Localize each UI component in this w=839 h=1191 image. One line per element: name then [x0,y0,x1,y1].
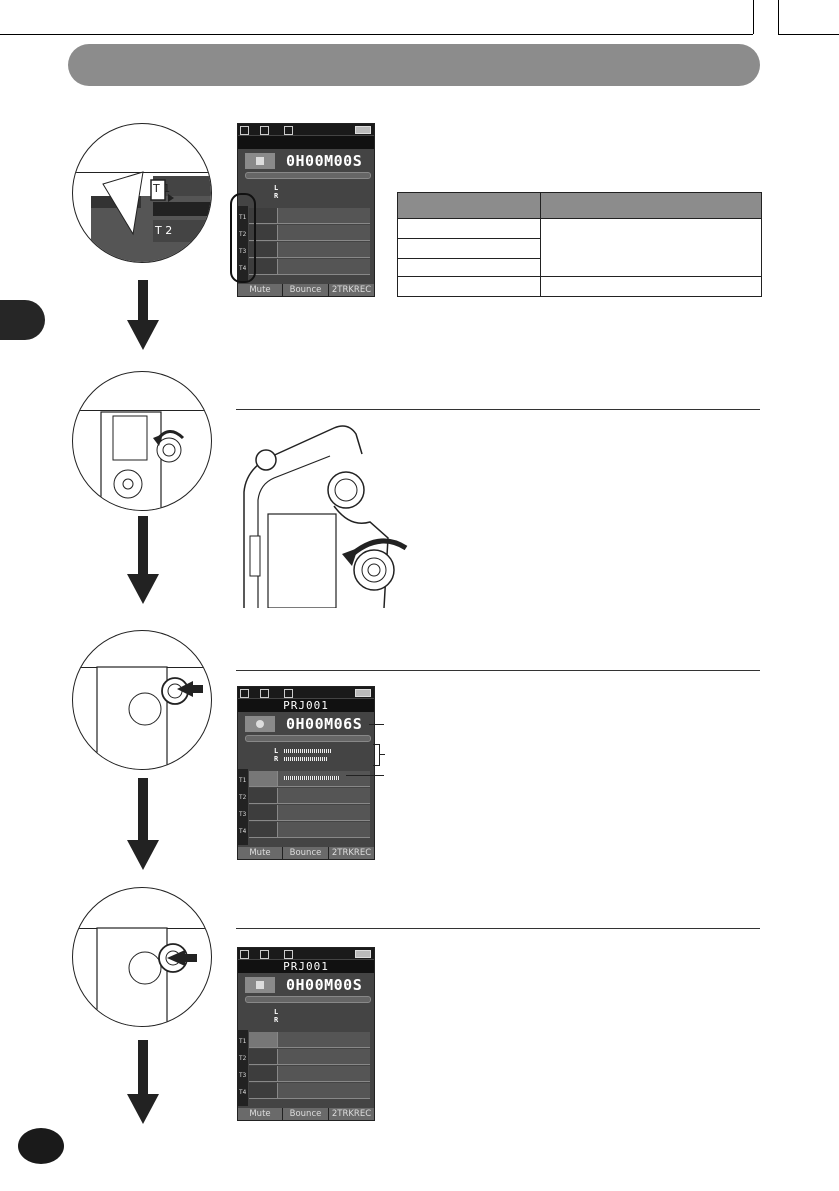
crop-rule [0,34,753,35]
progress-bar [245,172,371,179]
track-label: T1 [239,1038,247,1045]
track-label: T4 [239,265,247,272]
status-bar [238,948,374,959]
level-label-l: L [274,184,279,192]
flow-arrow-shaft [138,778,148,842]
stop-indicator [245,153,275,169]
table-cell [397,238,541,259]
recorder-screen-2: PRJ001 0H00M06S L R T1 T2 T3 T4 Mute Bou… [237,686,375,860]
level-label-l: L [274,747,279,755]
table-cell [397,258,541,277]
zoom-track-label-2: T 2 [155,224,173,237]
record-button-sketch [96,666,203,769]
bounce-softkey[interactable]: Bounce [283,1108,329,1120]
track-label: T2 [239,794,247,801]
progress-bar [245,996,371,1003]
track-label: T3 [239,248,247,255]
crop-rule [778,34,839,35]
zoom-track-label-1: T 1 [153,182,171,195]
step4-button-circle [72,887,212,1027]
battery-icon [355,689,371,697]
bounce-softkey[interactable]: Bounce [283,847,329,859]
table-header-cell [397,192,541,219]
status-bar [238,687,374,698]
callout-line-track [346,775,384,776]
track-label: T3 [239,811,247,818]
track-selector-highlight [230,193,256,283]
level-label-r: R [274,192,279,200]
mute-softkey[interactable]: Mute [238,284,283,296]
stop-indicator [245,977,275,993]
flow-arrow-shaft [138,1040,148,1096]
flow-down-arrow-icon [127,320,159,350]
battery-icon [355,126,371,134]
elapsed-time: 0H00M00S [286,976,363,994]
project-title: PRJ001 [238,699,374,712]
flow-down-arrow-icon [127,1094,159,1124]
page-number-oval [18,1128,64,1164]
record-indicator [245,716,275,732]
2trkrec-softkey[interactable]: 2TRKREC [329,284,374,296]
track-info-table [397,192,762,297]
step3-button-circle [72,630,212,770]
flow-arrow-shaft [138,280,148,322]
section-separator [236,670,760,671]
section-header-bar [68,44,760,86]
table-cell [540,276,762,297]
track-label: T4 [239,828,247,835]
level-label-l: L [274,1008,279,1016]
flow-arrow-shaft [138,516,148,576]
section-separator [236,409,760,410]
table-cell [397,276,541,297]
bounce-softkey[interactable]: Bounce [283,284,329,296]
device-side-sketch [100,411,185,510]
track-label: T2 [239,1055,247,1062]
2trkrec-softkey[interactable]: 2TRKREC [329,1108,374,1120]
mute-softkey[interactable]: Mute [238,1108,283,1120]
stop-button-sketch [96,927,197,1026]
step2-device-circle [72,371,212,511]
track-label: T2 [239,231,247,238]
elapsed-time: 0H00M00S [286,152,363,170]
recorder-screen-3: PRJ001 0H00M00S L R T1 T2 T3 T4 Mute Bou… [237,947,375,1121]
section-separator [236,928,760,929]
elapsed-time: 0H00M06S [286,715,363,733]
track-label: T1 [239,777,247,784]
level-label-r: R [274,755,279,763]
crop-mark [753,0,754,34]
status-bar [238,124,374,135]
chapter-tab [0,300,45,340]
device-illustration [243,425,408,608]
callout-line-time [369,724,384,725]
progress-bar [245,735,371,742]
step1-zoom-circle: T 1 T 2 [72,123,212,263]
track-meter [284,776,340,780]
crop-mark [778,0,779,34]
table-cell [540,218,762,277]
flow-down-arrow-icon [127,840,159,870]
track-label: T3 [239,1072,247,1079]
level-meter-l [284,749,332,753]
level-meter-r [284,757,328,761]
callout-bracket-levels [373,744,380,766]
project-title [238,136,374,149]
recorder-screen-1: 0H00M00S L R T1 T2 T3 T4 Mute Bounce 2TR… [237,123,375,297]
callout-line-levels [379,754,385,755]
battery-icon [355,950,371,958]
table-cell [397,218,541,239]
level-label-r: R [274,1016,279,1024]
track-label: T4 [239,1089,247,1096]
mute-softkey[interactable]: Mute [238,847,283,859]
track-label: T1 [239,214,247,221]
flow-down-arrow-icon [127,574,159,604]
table-header-cell [540,192,762,219]
2trkrec-softkey[interactable]: 2TRKREC [329,847,374,859]
project-title: PRJ001 [238,960,374,973]
zoom-detail [91,171,211,262]
